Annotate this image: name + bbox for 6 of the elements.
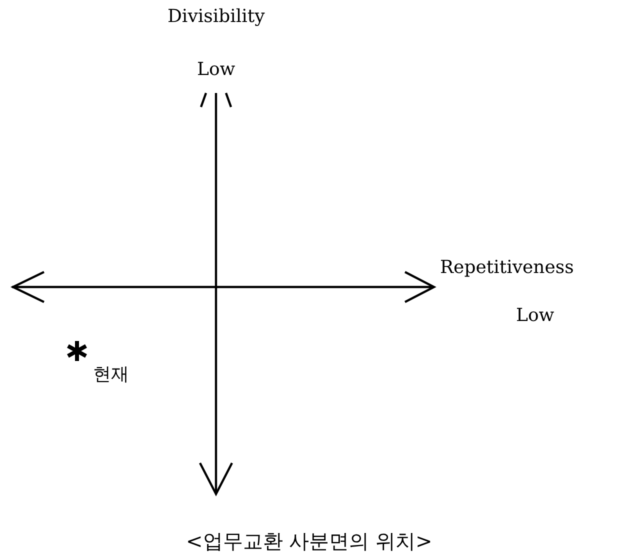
axis-end-label: Low (197, 60, 236, 80)
axis-end-label: Low (516, 306, 554, 326)
point-label: 현재 (93, 365, 129, 385)
axis-title: Divisibility (168, 7, 265, 27)
axis-title: Repetitiveness (440, 258, 574, 278)
figure-caption: <업무교환 사분면의 위치> (186, 530, 432, 552)
